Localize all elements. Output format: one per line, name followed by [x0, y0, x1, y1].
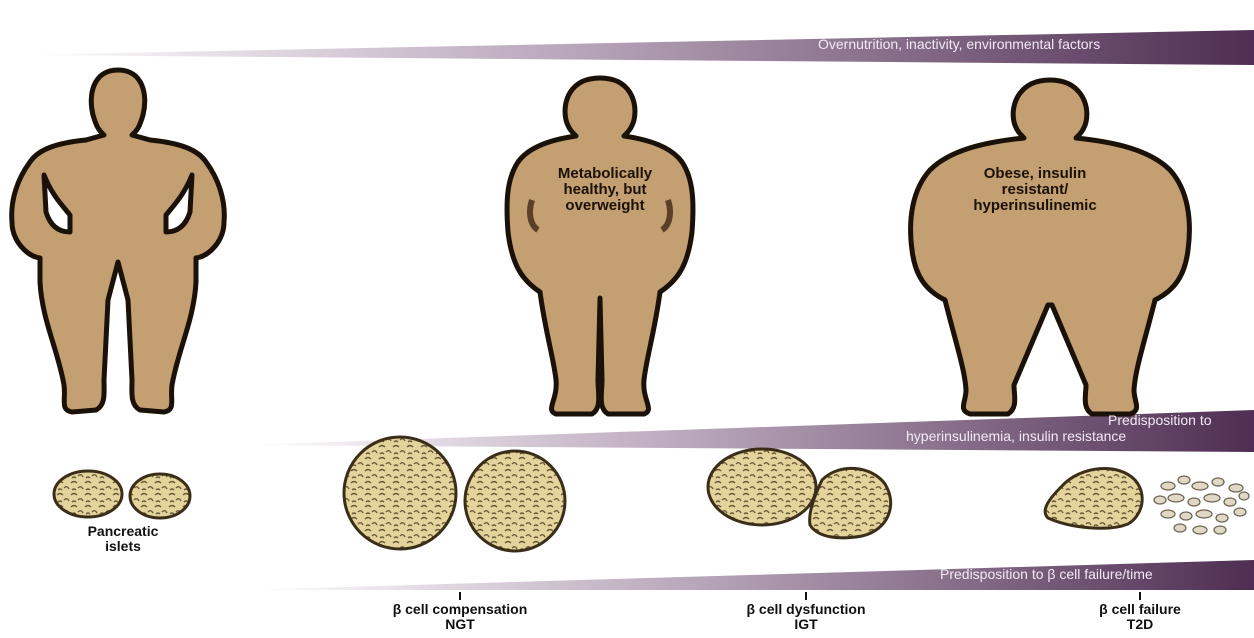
obese-label-line1: Obese, insulin [960, 166, 1110, 182]
overweight-label-line3: overweight [545, 198, 665, 214]
overweight-figure [507, 78, 693, 414]
lean-figure [12, 70, 225, 412]
overweight-label: Metabolically healthy, but overweight [545, 166, 665, 214]
islets-compensation [344, 437, 565, 551]
obese-figure [911, 80, 1190, 414]
stage-dysfunction-line2: IGT [716, 617, 896, 632]
stage-failure-line1: β cell failure [1080, 602, 1200, 617]
stage-compensation-line2: NGT [360, 617, 560, 632]
stage-label-compensation: β cell compensation NGT [360, 602, 560, 632]
islets-failure [1045, 469, 1142, 529]
pancreatic-islets-label-line2: islets [68, 539, 178, 554]
middle-wedge-label-line2: hyperinsulinemia, insulin resistance [906, 428, 1126, 444]
obese-label-line2: resistant/ [960, 182, 1110, 198]
middle-wedge-label-line1: Predisposition to [1108, 412, 1212, 428]
overweight-label-line1: Metabolically [545, 166, 665, 182]
bottom-wedge-label: Predisposition to β cell failure/time [940, 566, 1153, 582]
stage-failure-line2: T2D [1080, 617, 1200, 632]
obese-label-line3: hyperinsulinemic [960, 198, 1110, 214]
top-wedge-label: Overnutrition, inactivity, environmental… [818, 36, 1100, 52]
stage-dysfunction-line1: β cell dysfunction [716, 602, 896, 617]
islets-dysfunction [708, 449, 891, 538]
pancreatic-islets-label-line1: Pancreatic [68, 524, 178, 539]
stage-label-dysfunction: β cell dysfunction IGT [716, 602, 896, 632]
stage-compensation-line1: β cell compensation [360, 602, 560, 617]
obese-label: Obese, insulin resistant/ hyperinsulinem… [960, 166, 1110, 214]
pancreatic-islets-label: Pancreatic islets [68, 524, 178, 554]
overweight-label-line2: healthy, but [545, 182, 665, 198]
islets-failure-fragments [1154, 476, 1249, 534]
pancreatic-islets-healthy [54, 471, 190, 518]
stage-label-failure: β cell failure T2D [1080, 602, 1200, 632]
